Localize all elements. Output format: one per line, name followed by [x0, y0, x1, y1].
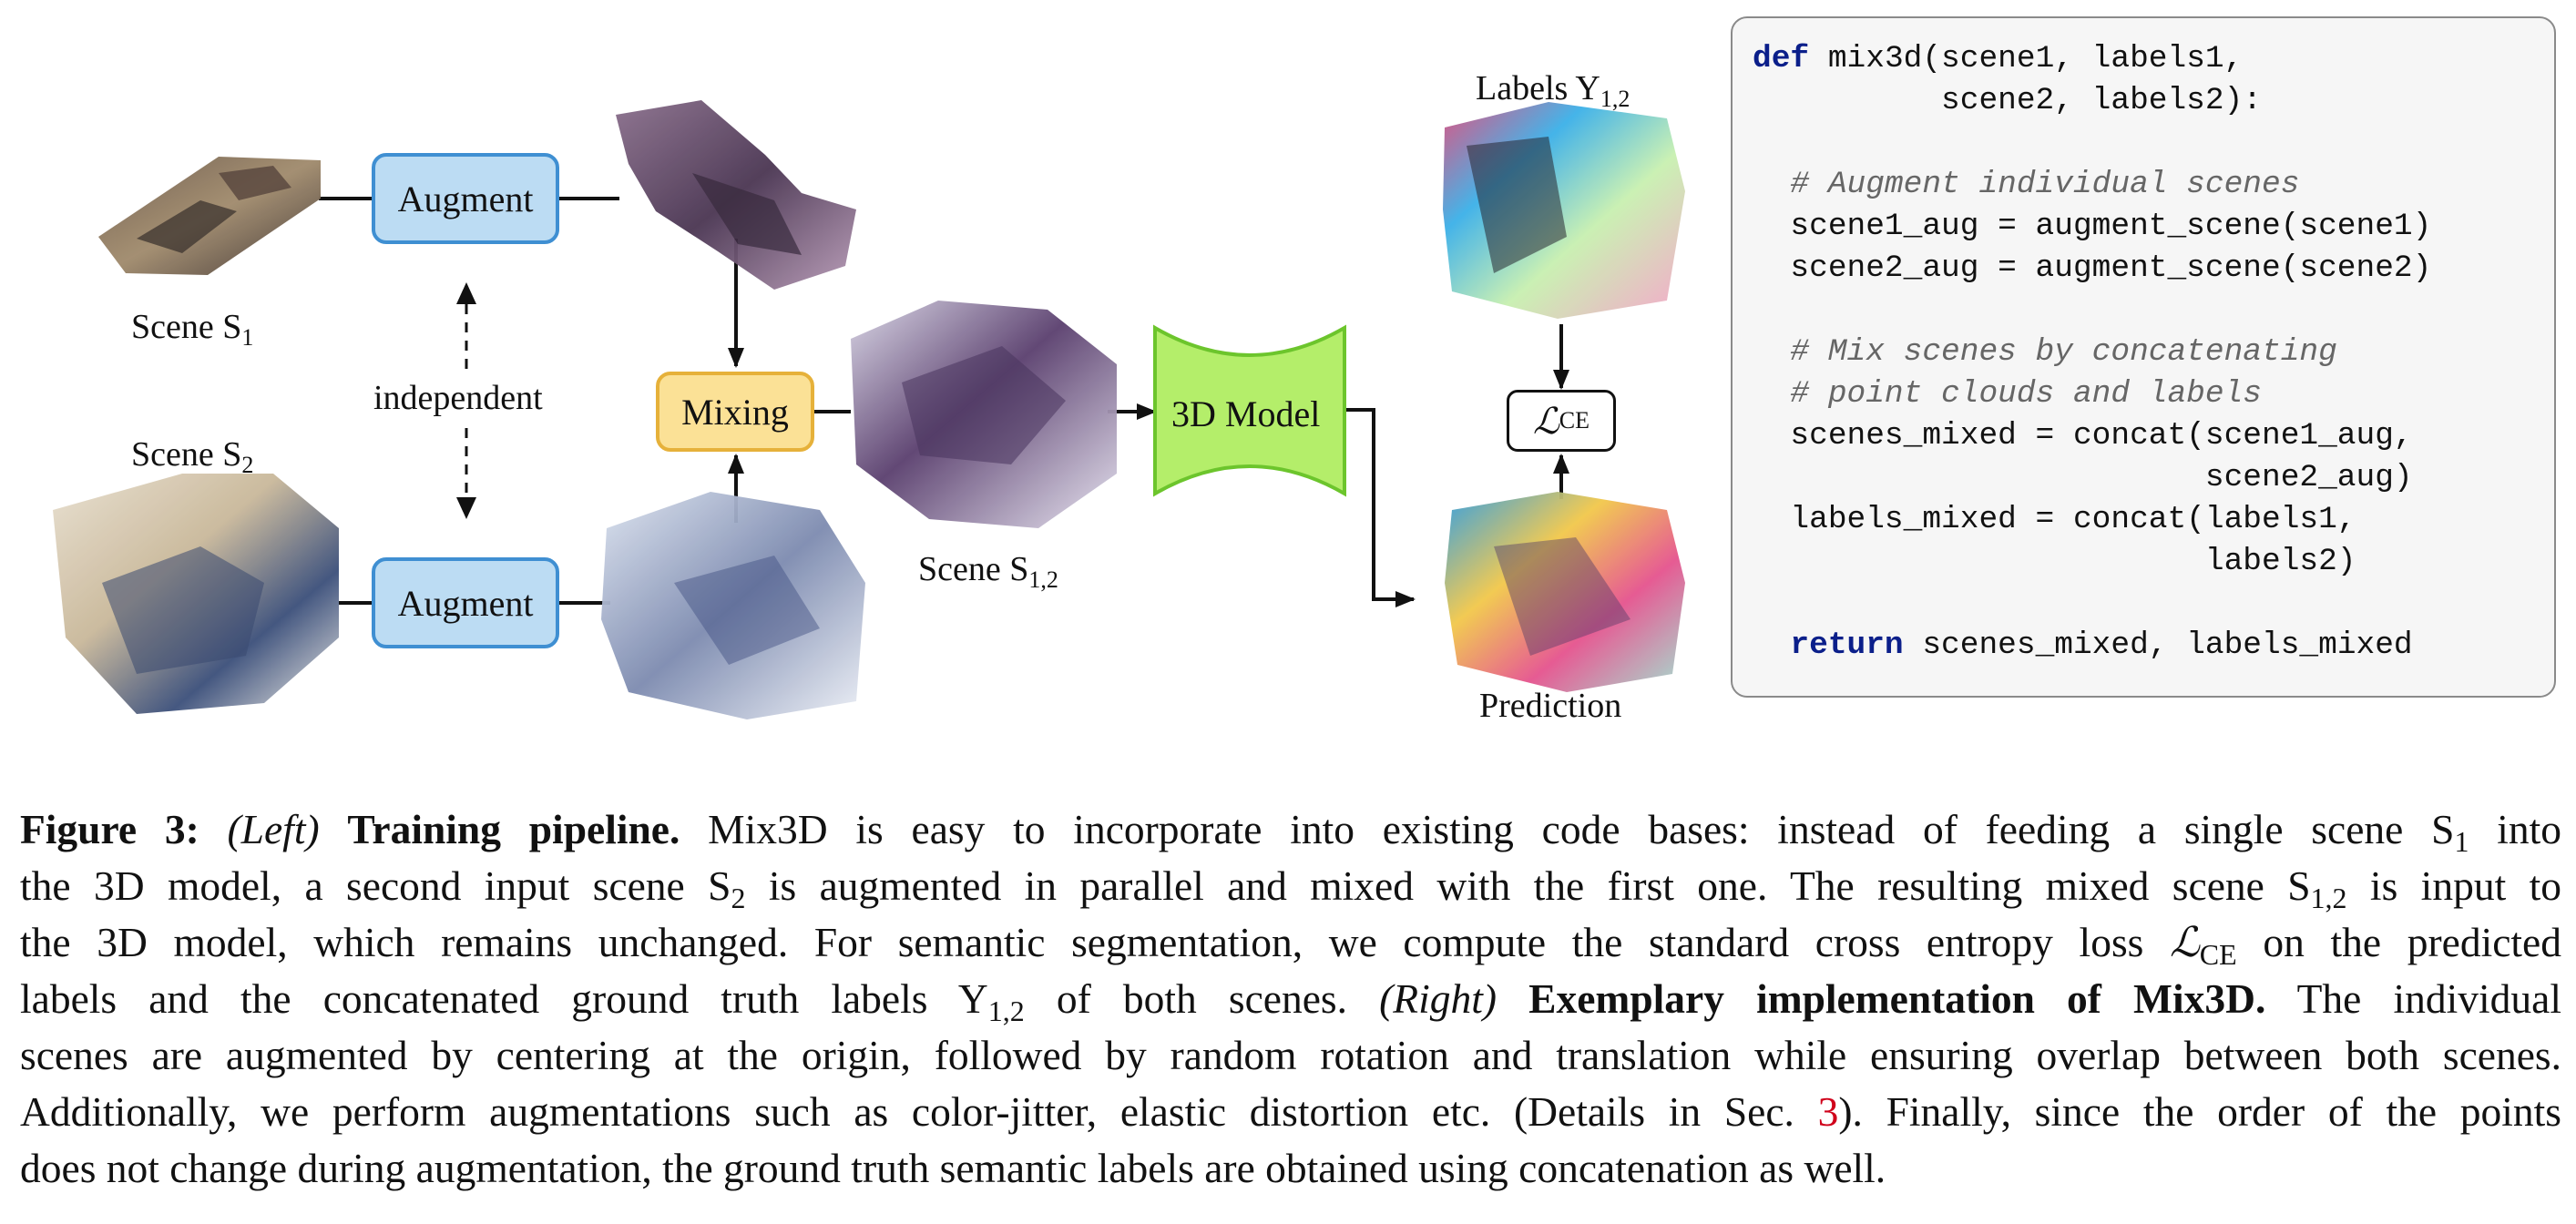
figure-caption: Figure 3: (Left) Training pipeline. Mix3…: [20, 801, 2561, 1197]
scene2-label: Scene S2: [131, 435, 254, 478]
code-listing-panel: def mix3d(scene1, labels1, scene2, label…: [1731, 16, 2556, 698]
mixed-scene-pointcloud: [851, 301, 1117, 528]
code-block: def mix3d(scene1, labels1, scene2, label…: [1753, 38, 2431, 667]
section-reference-link[interactable]: 3: [1817, 1088, 1839, 1135]
labels-pointcloud: [1443, 102, 1685, 319]
code-return-keyword: return: [1753, 627, 1904, 663]
pipeline-graphics: [53, 100, 1685, 719]
scene2-augmented-pointcloud: [601, 492, 865, 719]
scene1-augmented-pointcloud: [616, 100, 856, 290]
augment-button-top: Augment: [372, 153, 559, 244]
caption-line-3: the 3D model, which remains unchanged. F…: [20, 919, 2561, 971]
code-comment-1: # Augment individual scenes: [1753, 167, 2300, 202]
caption-line-6: Additionally, we perform augmentations s…: [20, 1088, 2561, 1135]
code-comment-3: # point clouds and labels: [1753, 376, 2262, 412]
model-label: 3D Model: [1171, 393, 1321, 434]
code-line-1: mix3d(scene1, labels1,: [1809, 41, 2244, 76]
caption-line-5: scenes are augmented by centering at the…: [20, 1032, 2561, 1078]
code-line-9: scenes_mixed, labels_mixed: [1903, 627, 2413, 663]
scene1-pointcloud: [98, 157, 321, 275]
code-line-2: scene2, labels2):: [1753, 83, 2262, 118]
code-line-5: scenes_mixed = concat(scene1_aug,: [1753, 418, 2413, 454]
loss-symbol: ℒ: [1532, 400, 1559, 442]
code-line-6: scene2_aug): [1753, 460, 2413, 495]
prediction-label: Prediction: [1479, 687, 1622, 725]
scene1-label: Scene S1: [131, 308, 254, 351]
code-line-7: labels_mixed = concat(labels1,: [1753, 502, 2356, 537]
augment-button-bottom: Augment: [372, 557, 559, 648]
independent-arrowhead-up: [456, 282, 476, 304]
prediction-pointcloud: [1445, 492, 1685, 692]
caption-line-1: Figure 3: (Left) Training pipeline. Mix3…: [20, 806, 2561, 858]
labels-label: Labels Y1,2: [1476, 69, 1630, 112]
caption-line-2: the 3D model, a second input scene S2 is…: [20, 862, 2561, 914]
code-line-4: scene2_aug = augment_scene(scene2): [1753, 250, 2432, 286]
model-shape: [1153, 324, 1346, 497]
loss-subscript: CE: [1559, 407, 1590, 434]
code-comment-2: # Mix scenes by concatenating: [1753, 334, 2337, 370]
scene2-pointcloud: [53, 474, 339, 714]
caption-line-7: does not change during augmentation, the…: [20, 1145, 1886, 1191]
mixing-box: Mixing: [656, 372, 814, 452]
mixed-scene-label: Scene S1,2: [918, 550, 1058, 593]
code-def-keyword: def: [1753, 41, 1810, 76]
caption-line-4: labels and the concatenated ground truth…: [20, 975, 2561, 1027]
code-line-8: labels2): [1753, 544, 2356, 579]
independent-arrowhead-down: [456, 497, 476, 519]
arrow-model-to-prediction: [1346, 408, 1416, 607]
independent-label: independent: [373, 379, 543, 417]
code-line-3: scene1_aug = augment_scene(scene1): [1753, 209, 2432, 244]
